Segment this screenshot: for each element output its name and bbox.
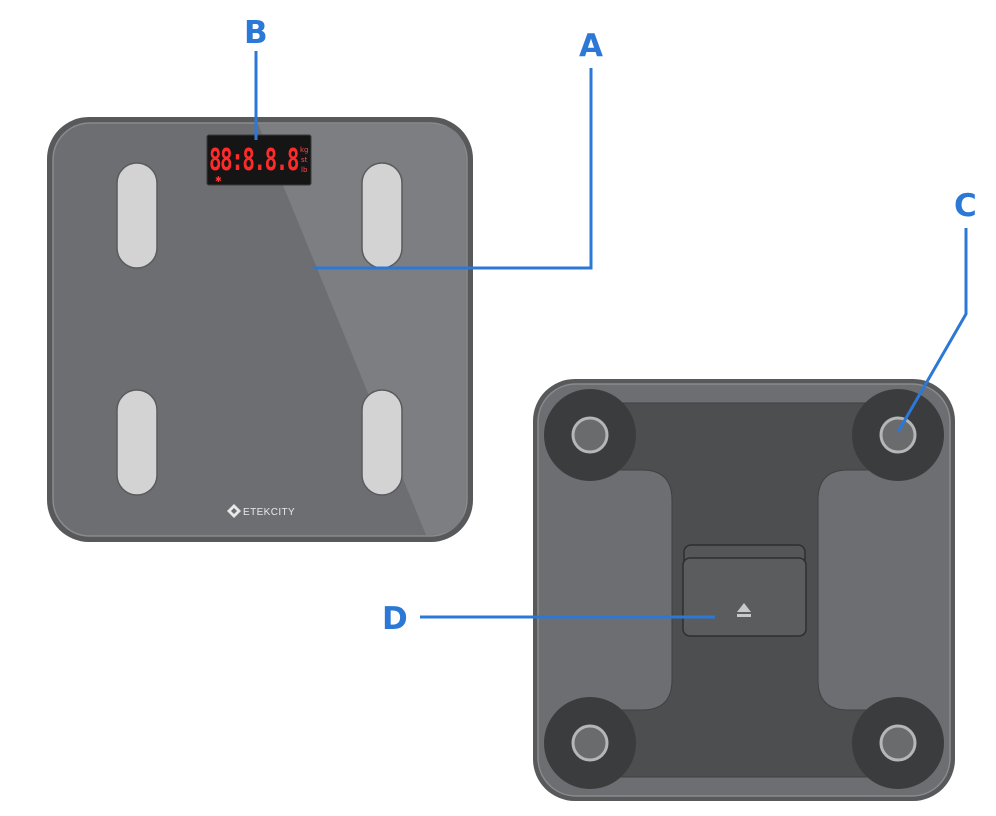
electrode-pad-top-right bbox=[361, 162, 403, 269]
electrode-pad-bottom-right bbox=[361, 389, 403, 496]
scale-top-view: 88:8.8.8 kg st lb ✱ ETEKCITY bbox=[47, 117, 473, 542]
electrode-pad-top-left bbox=[116, 162, 158, 269]
battery-cover bbox=[682, 557, 807, 637]
callout-line-a bbox=[313, 68, 593, 270]
brand-name: ETEKCITY bbox=[243, 507, 295, 518]
battery-eject-icon bbox=[737, 603, 751, 617]
glass-reflection bbox=[258, 124, 466, 535]
foot-top-left bbox=[544, 389, 636, 481]
callout-label-b: B bbox=[244, 15, 268, 51]
scale-bottom-view bbox=[533, 379, 955, 801]
lcd-unit-kg: kg bbox=[300, 146, 309, 154]
lcd-display-panel bbox=[206, 134, 312, 186]
foot-bottom-left bbox=[544, 697, 636, 789]
lcd-display: 88:8.8.8 kg st lb ✱ bbox=[206, 134, 312, 186]
brand-logo: ETEKCITY bbox=[227, 504, 295, 518]
callout-label-c: C bbox=[954, 188, 977, 224]
lcd-digits: 88:8.8.8 bbox=[209, 143, 299, 178]
callout-lines bbox=[254, 51, 968, 619]
callout-label-d: D bbox=[382, 601, 408, 637]
foot-top-right bbox=[852, 389, 944, 481]
callout-line-c bbox=[896, 228, 968, 433]
bluetooth-icon: ✱ bbox=[215, 175, 222, 184]
electrode-pad-bottom-left bbox=[116, 389, 158, 496]
lcd-unit-lb: lb bbox=[301, 166, 308, 174]
foot-bottom-right bbox=[852, 697, 944, 789]
lcd-unit-st: st bbox=[301, 156, 308, 164]
callout-label-a: A bbox=[579, 28, 603, 64]
battery-compartment bbox=[682, 544, 807, 637]
